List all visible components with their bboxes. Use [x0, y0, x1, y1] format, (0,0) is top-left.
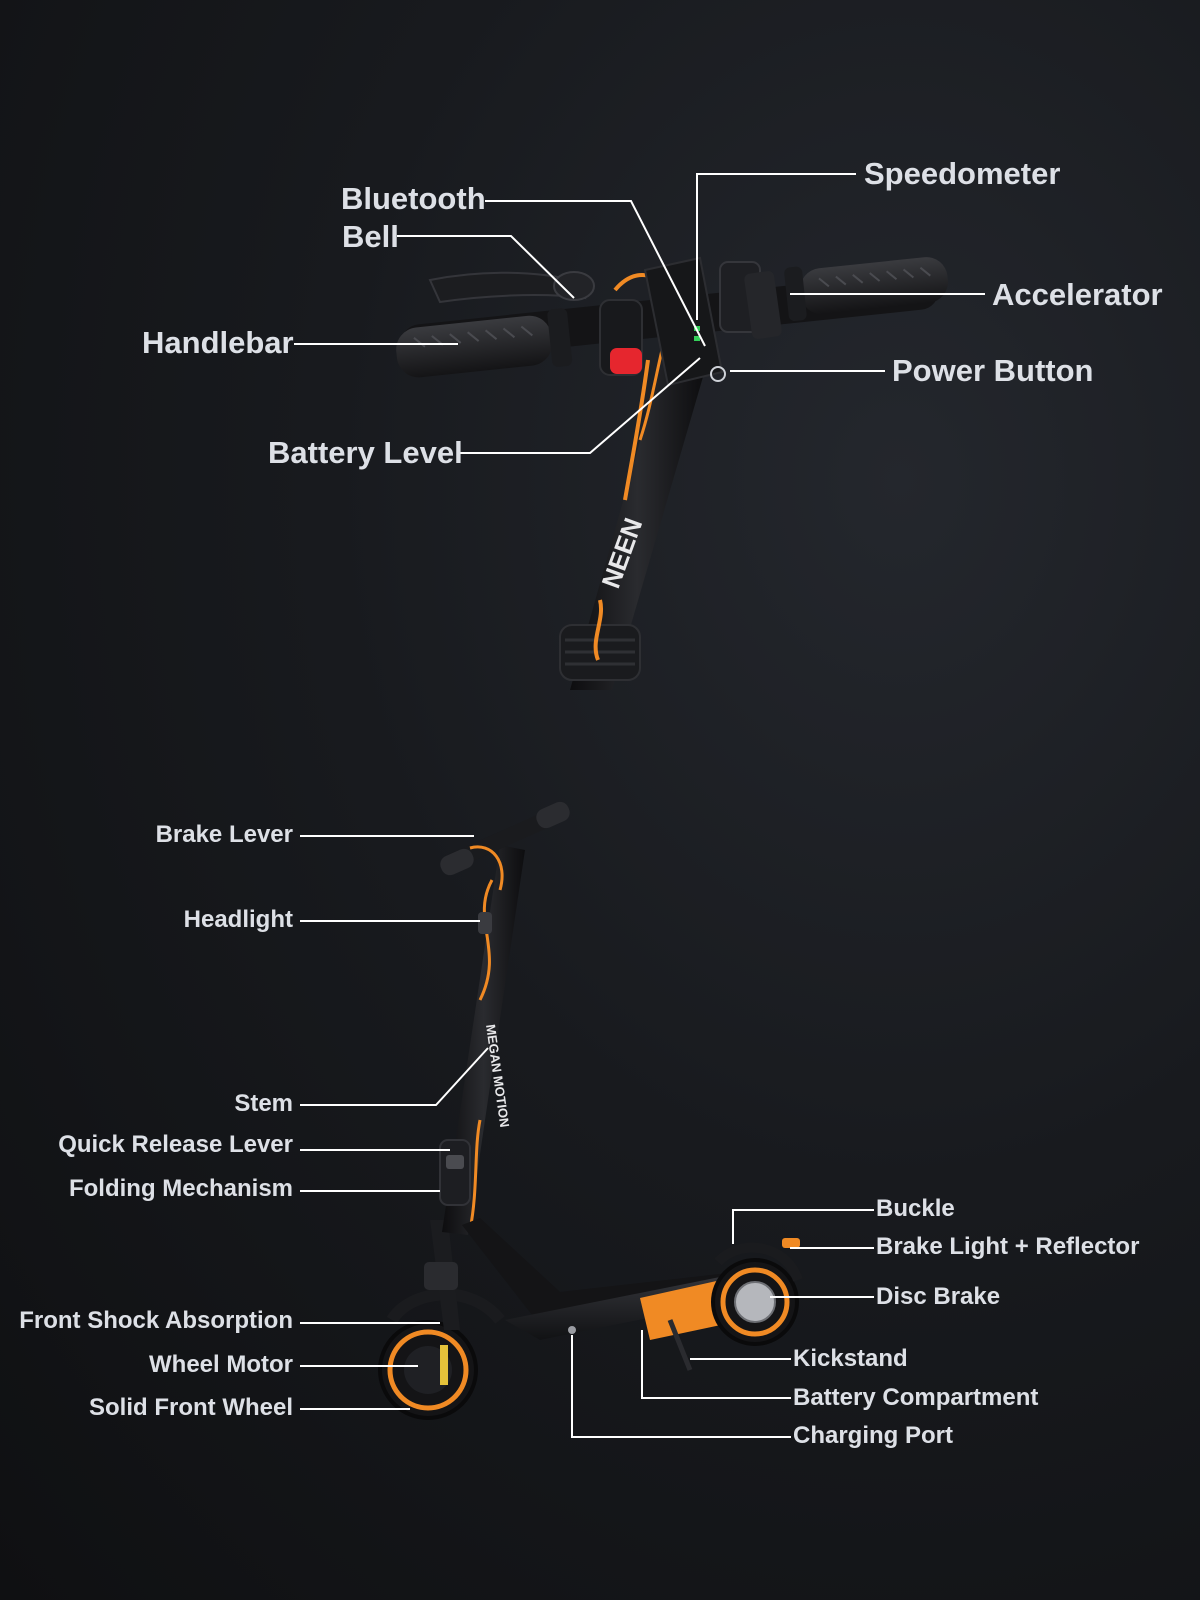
label-battery-compartment: Battery Compartment	[793, 1384, 1039, 1411]
label-accelerator: Accelerator	[992, 277, 1163, 312]
power-icon	[710, 366, 726, 382]
label-buckle: Buckle	[876, 1195, 955, 1222]
rear-fender	[714, 1242, 803, 1282]
label-power-button: Power Button	[892, 353, 1094, 388]
brake-light-shape	[782, 1238, 800, 1248]
label-brake-light-reflector: Brake Light + Reflector	[876, 1233, 1140, 1260]
label-folding-mechanism: Folding Mechanism	[68, 1175, 293, 1202]
charging-port-shape	[568, 1326, 576, 1334]
disc-brake-rotor	[734, 1281, 776, 1323]
left-grip	[396, 308, 573, 378]
label-headlight: Headlight	[183, 906, 293, 933]
leader-battery-compartment	[641, 1330, 791, 1399]
right-grip	[784, 257, 948, 322]
label-handlebar: Handlebar	[142, 325, 294, 360]
leader-buckle	[732, 1209, 874, 1244]
label-quick-release-lever: Quick Release Lever	[58, 1131, 293, 1158]
upper-stem	[559, 349, 705, 690]
leader-battery-level	[457, 357, 701, 454]
kickstand-shape	[667, 1319, 693, 1371]
light-switch-red	[610, 348, 642, 374]
leader-bell	[397, 235, 575, 299]
label-battery-level: Battery Level	[268, 435, 463, 470]
label-disc-brake: Disc Brake	[876, 1283, 1001, 1310]
label-solid-front-wheel: Solid Front Wheel	[89, 1394, 293, 1421]
side-leader-lines	[300, 835, 874, 1438]
label-charging-port: Charging Port	[793, 1422, 953, 1449]
side-stem	[442, 845, 525, 1235]
leader-stem	[300, 1047, 489, 1106]
bell-shape	[553, 271, 595, 301]
label-brake-lever: Brake Lever	[155, 821, 293, 848]
label-stem: Stem	[234, 1090, 293, 1117]
headlight-shape	[478, 912, 492, 934]
label-front-shock-absorption: Front Shock Absorption	[19, 1307, 293, 1334]
side-handlebar	[444, 806, 566, 870]
handlebar-closeup: NEEN	[396, 256, 948, 690]
label-bell: Bell	[342, 219, 399, 254]
wheel-light	[440, 1345, 448, 1385]
leader-speedometer	[696, 173, 856, 320]
label-speedometer: Speedometer	[864, 156, 1061, 191]
top-leader-lines	[294, 173, 985, 454]
label-wheel-motor: Wheel Motor	[149, 1351, 293, 1378]
full-scooter: MEGAN MOTION	[378, 801, 803, 1420]
leader-charging-port	[571, 1335, 791, 1438]
leader-bluetooth	[485, 200, 706, 347]
label-kickstand: Kickstand	[793, 1345, 908, 1372]
battery-compartment-shape	[640, 1278, 735, 1340]
shock-absorber	[424, 1262, 458, 1290]
display-housing	[643, 256, 724, 387]
label-bluetooth: Bluetooth	[341, 181, 486, 216]
